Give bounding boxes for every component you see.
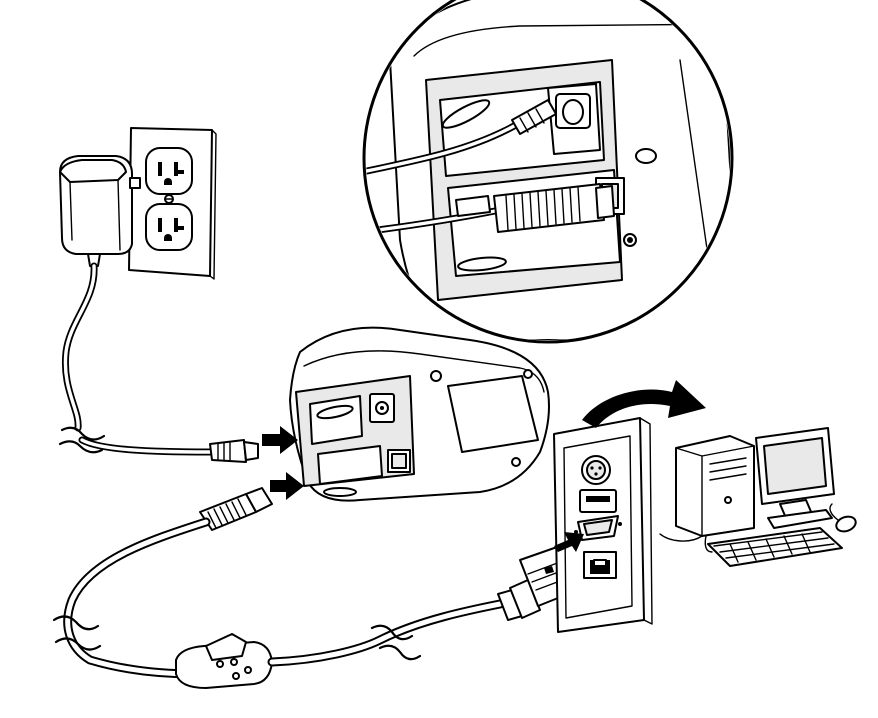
computer-port-panel xyxy=(553,417,653,633)
scanner-base-connector-closeup xyxy=(362,0,734,344)
computer-tower xyxy=(675,435,755,537)
closeup-power-jack xyxy=(562,99,584,125)
connect-arrow-icon xyxy=(554,532,584,552)
computer xyxy=(659,427,857,567)
base-label-recess xyxy=(447,375,539,453)
computer-mouse xyxy=(835,515,857,533)
computer-keyboard xyxy=(707,527,843,567)
direction-curve-arrow-icon xyxy=(582,380,706,428)
power-adapter-cord xyxy=(58,262,259,463)
interface-cable xyxy=(52,487,589,689)
connect-arrow-icon xyxy=(262,426,298,454)
scanner-base xyxy=(289,326,550,502)
connect-arrow-icon xyxy=(270,472,304,500)
wall-outlet xyxy=(128,127,217,280)
cable-port xyxy=(391,453,407,469)
monitor-screen xyxy=(763,437,827,495)
power-adapter xyxy=(59,155,141,267)
outlet-receptacle-bottom xyxy=(145,203,193,251)
outlet-receptacle-top xyxy=(145,147,193,195)
